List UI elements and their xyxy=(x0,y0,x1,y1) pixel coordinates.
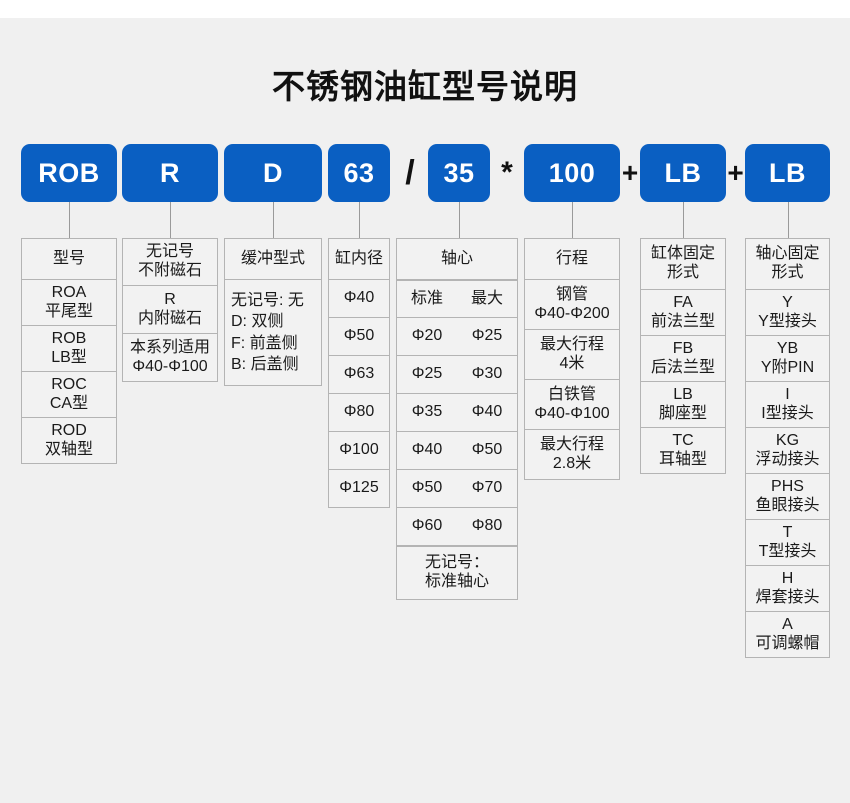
code-chip-d-2[interactable]: D xyxy=(224,144,322,202)
legend-item: I I型接头 xyxy=(745,382,830,428)
column-header-cylinder-mount: 缸体固定 形式 xyxy=(640,238,726,290)
shaft-standard-value: Φ40 xyxy=(396,432,457,470)
legend-item: 无记号: 无 D: 双侧 F: 前盖侧 B: 后盖侧 xyxy=(224,280,322,386)
legend-item: ROB LB型 xyxy=(21,326,117,372)
connector-line-cylinder-mount xyxy=(683,202,684,238)
column-header-bore: 缸内径 xyxy=(328,238,390,280)
code-chip-lb-7[interactable]: LB xyxy=(745,144,830,202)
legend-item: 钢管 Φ40-Φ200 xyxy=(524,280,620,330)
shaft-subheader-max: 最大 xyxy=(457,280,518,318)
legend-item: T T型接头 xyxy=(745,520,830,566)
code-operator-plus: + xyxy=(621,157,639,188)
connector-line-cushion xyxy=(273,202,274,238)
code-chip-100-5[interactable]: 100 xyxy=(524,144,620,202)
legend-item: ROC CA型 xyxy=(21,372,117,418)
column-header-model: 型号 xyxy=(21,238,117,280)
connector-line-bore xyxy=(359,202,360,238)
code-chip-lb-6[interactable]: LB xyxy=(640,144,726,202)
column-header-shaft: 轴心 xyxy=(396,238,518,280)
legend-item: FA 前法兰型 xyxy=(640,290,726,336)
shaft-standard-value: Φ25 xyxy=(396,356,457,394)
shaft-max-value: Φ25 xyxy=(457,318,518,356)
shaft-standard-value: Φ60 xyxy=(396,508,457,546)
legend-item: Y Y型接头 xyxy=(745,290,830,336)
legend-item: 最大行程 2.8米 xyxy=(524,430,620,480)
legend-item: Φ63 xyxy=(328,356,390,394)
shaft-subheader-standard: 标准 xyxy=(396,280,457,318)
legend-item: Φ80 xyxy=(328,394,390,432)
legend-item: 本系列适用 Φ40-Φ100 xyxy=(122,334,218,382)
code-chip-35-4[interactable]: 35 xyxy=(428,144,490,202)
legend-item: Φ50 xyxy=(328,318,390,356)
legend-item: PHS 鱼眼接头 xyxy=(745,474,830,520)
shaft-max-value: Φ40 xyxy=(457,394,518,432)
connector-line-magnet xyxy=(170,202,171,238)
legend-item: Φ40 xyxy=(328,280,390,318)
legend-item: A 可调螺帽 xyxy=(745,612,830,658)
legend-item: 白铁管 Φ40-Φ100 xyxy=(524,380,620,430)
column-header-magnet: 无记号 不附磁石 xyxy=(122,238,218,286)
shaft-standard-value: Φ35 xyxy=(396,394,457,432)
connector-line-rod-end xyxy=(788,202,789,238)
legend-item: YB Y附PIN xyxy=(745,336,830,382)
legend-item: R 内附磁石 xyxy=(122,286,218,334)
code-operator-star: * xyxy=(501,156,513,189)
code-operator-slash: / xyxy=(405,153,415,192)
code-chip-63-3[interactable]: 63 xyxy=(328,144,390,202)
column-header-rod-end: 轴心固定 形式 xyxy=(745,238,830,290)
shaft-subheader-row: 标准最大 xyxy=(396,280,518,318)
shaft-standard-value: Φ50 xyxy=(396,470,457,508)
connector-line-model xyxy=(69,202,70,238)
connector-line-shaft xyxy=(459,202,460,238)
legend-item: 最大行程 4米 xyxy=(524,330,620,380)
page-title: 不锈钢油缸型号说明 xyxy=(272,68,578,105)
legend-item: TC 耳轴型 xyxy=(640,428,726,474)
legend-item: KG 浮动接头 xyxy=(745,428,830,474)
shaft-max-value: Φ80 xyxy=(457,508,518,546)
shaft-footer-note: 无记号： 标准轴心 xyxy=(396,546,518,600)
legend-item: FB 后法兰型 xyxy=(640,336,726,382)
code-chip-r-1[interactable]: R xyxy=(122,144,218,202)
legend-column-cushion: 缓冲型式无记号: 无 D: 双侧 F: 前盖侧 B: 后盖侧 xyxy=(224,238,322,386)
legend-item: Φ125 xyxy=(328,470,390,508)
column-header-stroke: 行程 xyxy=(524,238,620,280)
legend-item: ROA 平尾型 xyxy=(21,280,117,326)
shaft-max-value: Φ70 xyxy=(457,470,518,508)
legend-item: LB 脚座型 xyxy=(640,382,726,428)
shaft-max-value: Φ30 xyxy=(457,356,518,394)
code-chip-rob-0[interactable]: ROB xyxy=(21,144,117,202)
legend-item: ROD 双轴型 xyxy=(21,418,117,464)
connector-line-stroke xyxy=(572,202,573,238)
legend-item: H 焊套接头 xyxy=(745,566,830,612)
code-operator-plus: + xyxy=(727,157,744,188)
shaft-standard-value: Φ20 xyxy=(396,318,457,356)
column-header-cushion: 缓冲型式 xyxy=(224,238,322,280)
shaft-max-value: Φ50 xyxy=(457,432,518,470)
legend-item: Φ100 xyxy=(328,432,390,470)
